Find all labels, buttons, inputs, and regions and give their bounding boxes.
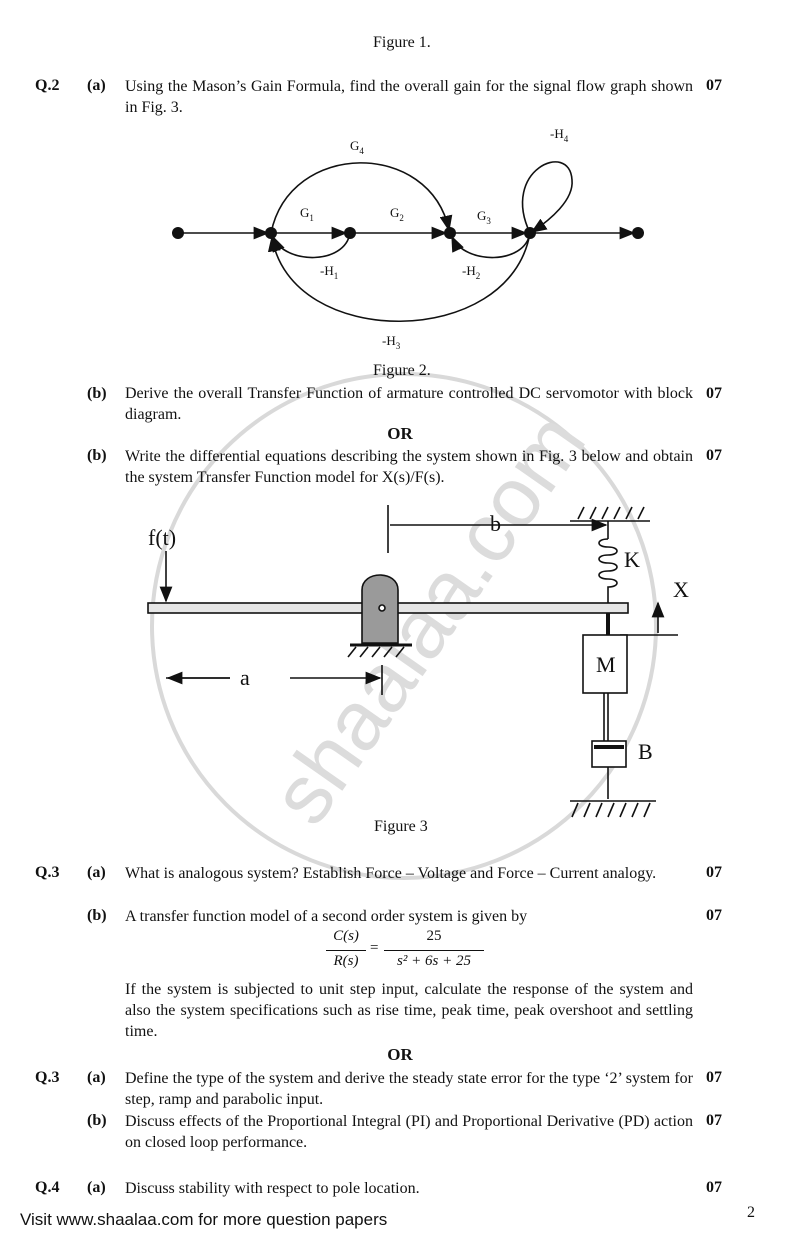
label-H2: -H2 [462, 263, 480, 281]
label-b: b [490, 511, 501, 536]
q4-number: Q.4 [35, 1179, 60, 1196]
eq-lhs-denominator: R(s) [333, 953, 359, 969]
transfer-function-equation: C(s) R(s) = 25 s² + 6s + 25 [326, 928, 496, 976]
q2b-alt-text: Write the differential equations describ… [125, 448, 693, 486]
label-H1: -H1 [320, 263, 338, 281]
q3b-label: (b) [87, 907, 107, 924]
q3a-label: (a) [87, 864, 106, 881]
eq-lhs-numerator: C(s) [333, 928, 359, 944]
q3b-marks: 07 [706, 907, 722, 924]
eq-rhs-denominator: s² + 6s + 25 [397, 953, 471, 969]
label-K: K [624, 547, 640, 572]
q3alt-a-text: Define the type of the system and derive… [125, 1070, 693, 1108]
q4a-text: Discuss stability with respect to pole l… [125, 1180, 420, 1197]
figure2-caption: Figure 2. [373, 362, 431, 379]
q3alt-b-marks: 07 [706, 1112, 722, 1129]
q3-number: Q.3 [35, 864, 60, 881]
eq-rhs-numerator: 25 [426, 928, 442, 944]
q3alt-a-marks: 07 [706, 1069, 722, 1086]
label-G1: G1 [300, 205, 314, 223]
q3b-text: A transfer function model of a second or… [125, 908, 528, 925]
figure1-caption: Figure 1. [373, 34, 431, 51]
q3alt-b-label: (b) [87, 1112, 107, 1129]
q2b-alt-marks: 07 [706, 447, 722, 464]
label-G2: G2 [390, 205, 404, 223]
q2b-marks: 07 [706, 385, 722, 402]
label-G3: G3 [477, 208, 491, 226]
label-a: a [240, 665, 250, 690]
label-G4: G4 [350, 138, 364, 156]
mechanical-system-figure: f(t) b K X M a B [147, 505, 689, 818]
label-X: X [673, 577, 689, 602]
q3a-marks: 07 [706, 864, 722, 881]
label-H3: -H3 [382, 333, 401, 351]
q3a-text: What is analogous system? Establish Forc… [125, 865, 657, 882]
q3b-text-continued: If the system is subjected to unit step … [125, 981, 693, 1040]
figure3-caption: Figure 3 [374, 818, 428, 835]
q2b-alt-label: (b) [87, 447, 107, 464]
q2a-text: Using the Mason’s Gain Formula, find the… [125, 78, 693, 116]
q3alt-a-label: (a) [87, 1069, 106, 1086]
label-B: B [638, 739, 653, 764]
footer-link-text[interactable]: Visit www.shaalaa.com for more question … [20, 1210, 388, 1229]
signal-flow-graph: G4 G1 G2 G3 -H4 -H1 -H2 -H3 [172, 126, 644, 351]
q3alt-b-text: Discuss effects of the Proportional Inte… [125, 1113, 693, 1151]
or-divider-2: OR [387, 1045, 413, 1064]
q2b-text: Derive the overall Transfer Function of … [125, 385, 693, 423]
page-number: 2 [747, 1204, 755, 1221]
q2a-marks: 07 [706, 77, 722, 94]
q2a-label: (a) [87, 77, 106, 94]
q4a-marks: 07 [706, 1179, 722, 1196]
or-divider-1: OR [387, 424, 413, 443]
q2b-label: (b) [87, 385, 107, 402]
label-ft: f(t) [148, 525, 176, 550]
label-H4: -H4 [550, 126, 569, 144]
q3alt-number: Q.3 [35, 1069, 60, 1086]
label-M: M [596, 652, 616, 677]
q2-number: Q.2 [35, 77, 60, 94]
q4a-label: (a) [87, 1179, 106, 1196]
